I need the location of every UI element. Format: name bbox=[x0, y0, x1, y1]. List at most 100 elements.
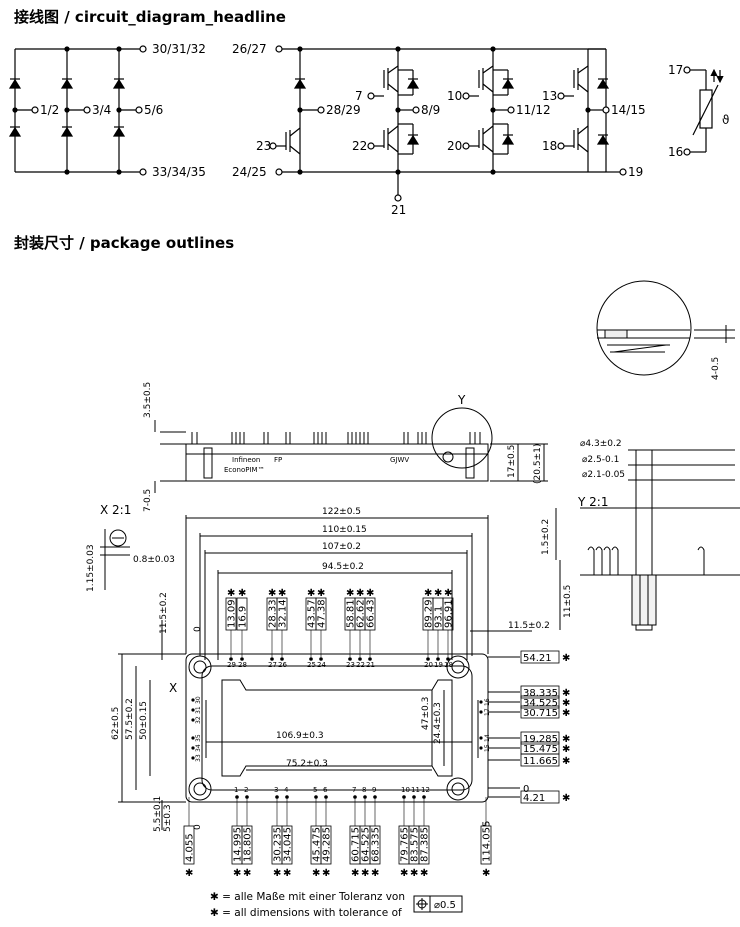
right-pin-number: 16 bbox=[484, 698, 491, 706]
bottom-pin-position: 18.805 bbox=[241, 825, 254, 865]
svg-text:83.575: 83.575 bbox=[410, 827, 421, 862]
star-icon: ✱ bbox=[361, 868, 369, 879]
right-pin-position: ✱19.285 bbox=[520, 731, 570, 745]
svg-text:16.9: 16.9 bbox=[238, 606, 249, 628]
lot-marking: GJWV bbox=[390, 456, 409, 464]
svg-text:79.765: 79.765 bbox=[400, 827, 411, 862]
svg-text:14.995: 14.995 bbox=[233, 827, 244, 862]
left-pin-number: 34 bbox=[195, 744, 202, 752]
dim-50: 50±0.15 bbox=[139, 701, 149, 740]
footnote-de: ✱ = alle Maße mit einer Toleranz von bbox=[210, 891, 405, 903]
top-pin-number: 25 bbox=[307, 661, 316, 669]
lower-gate-label: 20 bbox=[447, 139, 462, 153]
bottom-pin-position: 87.385 bbox=[418, 825, 431, 865]
star-icon: ✱ bbox=[210, 891, 219, 903]
star-icon: ✱ bbox=[322, 868, 330, 879]
svg-text:38.335: 38.335 bbox=[523, 688, 558, 699]
dc-pos-label: 26/27 bbox=[232, 42, 267, 56]
star-icon: ✱ bbox=[312, 868, 320, 879]
dim-62: 62±0.5 bbox=[111, 707, 121, 740]
svg-text:15.475: 15.475 bbox=[523, 744, 558, 755]
dim-47: 47±0.3 bbox=[421, 697, 431, 730]
brake-mid-label: 28/29 bbox=[326, 103, 361, 117]
star-icon: ✱ bbox=[444, 588, 452, 599]
top-pin-number: 20 bbox=[424, 661, 433, 669]
svg-text:32.14: 32.14 bbox=[278, 599, 289, 628]
right-pin-number: 17 bbox=[484, 708, 491, 716]
bottom-pin-number: 11 bbox=[411, 786, 420, 794]
right-pin-position: 0 bbox=[523, 784, 529, 795]
dim-phi-2-1: ⌀2.1-0.05 bbox=[582, 470, 625, 480]
dim-4: 4-0.5 bbox=[711, 357, 721, 380]
upper-gate-label: 7 bbox=[355, 89, 363, 103]
star-icon: ✱ bbox=[366, 588, 374, 599]
right-pin-position: ✱54.21 bbox=[520, 650, 570, 664]
lower-gate-label: 18 bbox=[542, 139, 557, 153]
bottom-pin-number: 10 bbox=[401, 786, 410, 794]
star-icon: ✱ bbox=[278, 588, 286, 599]
emitter-label: 19 bbox=[628, 165, 643, 179]
svg-text:43.57: 43.57 bbox=[307, 599, 318, 628]
side-view-labels: 3.5±0.5 7-0.5 17±0.5 (20.5±1) Infineon F… bbox=[143, 382, 543, 512]
upper-gate-label: 10 bbox=[447, 89, 462, 103]
svg-text:58.81: 58.81 bbox=[346, 599, 357, 628]
detail-x-marker: X bbox=[169, 681, 177, 695]
svg-text:✱: ✱ bbox=[562, 708, 570, 719]
star-icon: ✱ bbox=[410, 868, 418, 879]
dim-94-5: 94.5±0.2 bbox=[322, 562, 364, 572]
inv-output-label: 11/12 bbox=[516, 103, 551, 117]
right-pin-number: 15 bbox=[484, 744, 491, 752]
star-icon: ✱ bbox=[210, 907, 219, 919]
dim-17: 17±0.5 bbox=[507, 445, 517, 478]
series-marking: EconoPIM™ bbox=[224, 466, 265, 474]
svg-text:18.805: 18.805 bbox=[243, 827, 254, 862]
dim-phi-4-3: ⌀4.3±0.2 bbox=[580, 439, 622, 449]
svg-text:28.33: 28.33 bbox=[268, 599, 279, 628]
detail-y-view bbox=[555, 449, 740, 631]
bottom-pin-position: 4.055 bbox=[183, 825, 196, 865]
detail-pins bbox=[587, 546, 705, 575]
detail-y-label: Y bbox=[457, 393, 466, 407]
dim-20-5: (20.5±1) bbox=[533, 444, 543, 484]
star-icon: ✱ bbox=[356, 588, 364, 599]
star-icon: ✱ bbox=[400, 868, 408, 879]
rectifier-diodes bbox=[8, 78, 126, 137]
detail-y-title: Y 2:1 bbox=[577, 495, 608, 509]
detail-y-top: 4-0.5 bbox=[596, 280, 735, 380]
footnote-en: ✱ = all dimensions with tolerance of bbox=[210, 907, 402, 919]
star-icon: ✱ bbox=[233, 868, 241, 879]
star-icon: ✱ bbox=[351, 868, 359, 879]
svg-text:34.045: 34.045 bbox=[283, 827, 294, 862]
star-icon: ✱ bbox=[434, 588, 442, 599]
dim-3-5: 3.5±0.5 bbox=[143, 382, 153, 418]
bottom-pin-number: 2 bbox=[244, 786, 248, 794]
circuit-heading: 接线图 / circuit_diagram_headline bbox=[14, 8, 286, 26]
left-pin-number: 30 bbox=[195, 696, 202, 704]
star-icon: ✱ bbox=[243, 868, 251, 879]
inv-output-label: 8/9 bbox=[421, 103, 440, 117]
dim-0-8: 0.8±0.03 bbox=[133, 555, 175, 565]
svg-text:45.475: 45.475 bbox=[312, 827, 323, 862]
top-pin-number: 18 bbox=[444, 661, 453, 669]
svg-text:66.43: 66.43 bbox=[366, 599, 377, 628]
tolerance-frame bbox=[413, 895, 463, 913]
star-icon: ✱ bbox=[346, 588, 354, 599]
dim-11-5-right: 11.5±0.2 bbox=[508, 621, 550, 631]
right-pin-position: ✱34.525 bbox=[520, 695, 570, 709]
rect-ac-label: 3/4 bbox=[92, 103, 111, 117]
right-pin-position: ✱15.475 bbox=[520, 741, 570, 755]
svg-text:✱: ✱ bbox=[562, 653, 570, 664]
svg-text:✱: ✱ bbox=[562, 688, 570, 699]
dim-phi-2-5: ⌀2.5-0.1 bbox=[582, 455, 619, 465]
right-pin-position: ✱ 38.335 bbox=[520, 685, 570, 699]
main-view-labels: 122±0.5 110±0.15 107±0.2 94.5±0.2 11.5±0… bbox=[111, 507, 550, 832]
dim-106-9: 106.9±0.3 bbox=[276, 731, 324, 741]
main-view bbox=[118, 515, 532, 830]
dim-5-5: 5.5±0.1 bbox=[153, 796, 163, 832]
ntc-pin-label: 16 bbox=[668, 145, 683, 159]
dim-75-2: 75.2±0.3 bbox=[286, 759, 328, 769]
star-icon: ✱ bbox=[283, 868, 291, 879]
right-pin-position: ✱30.715 bbox=[520, 705, 570, 719]
top-pin-number: 22 bbox=[356, 661, 365, 669]
bottom-pin-number: 4 bbox=[284, 786, 289, 794]
